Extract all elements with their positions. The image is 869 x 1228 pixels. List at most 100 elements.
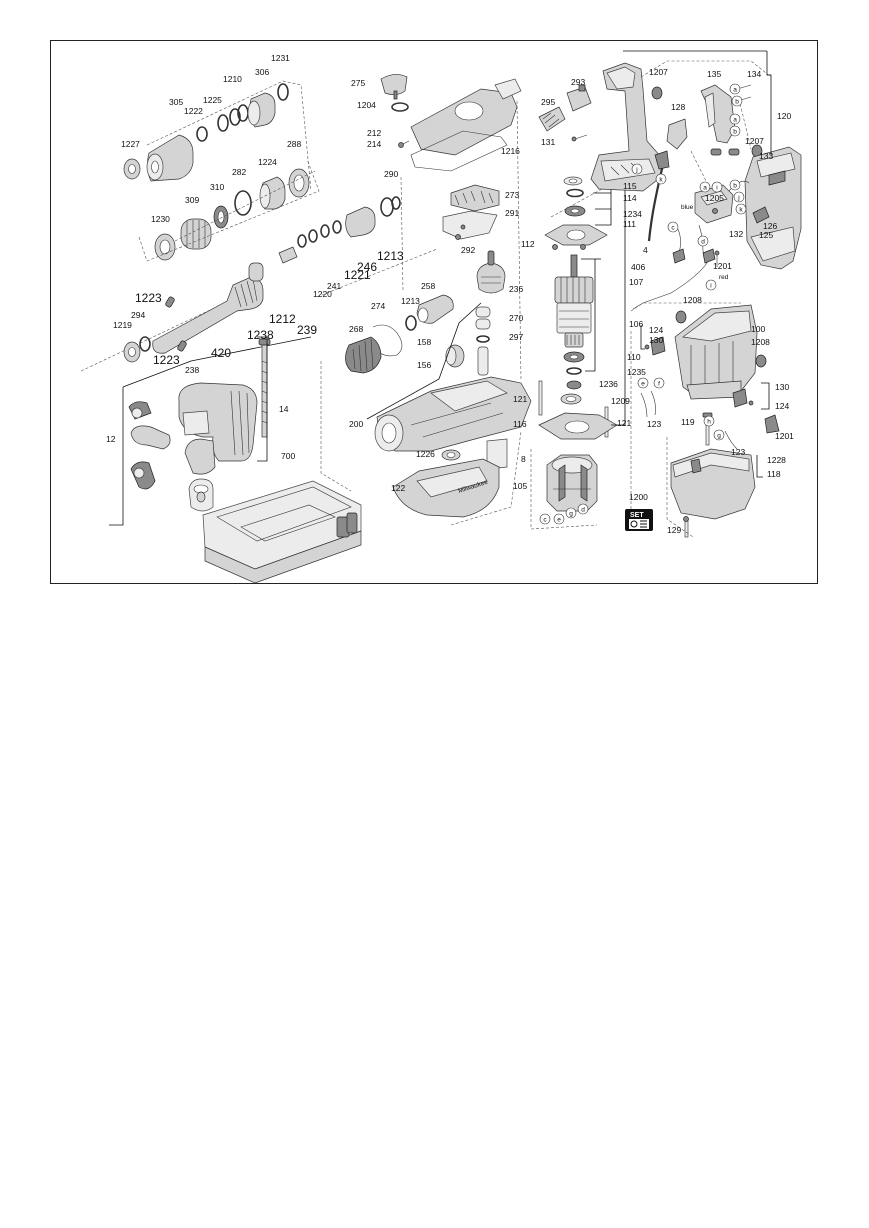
part-236-shape [476, 262, 506, 294]
part-label-p112: 112 [521, 239, 535, 249]
part-label-p129: 129 [667, 525, 681, 535]
part-label-p1213b: 1213 [401, 296, 420, 306]
part-label-p1228: 1228 [767, 455, 786, 465]
svg-text:k: k [659, 177, 663, 184]
part-label-p239: 239 [297, 323, 317, 337]
part-label-p156: 156 [417, 360, 431, 370]
part-label-p282: 282 [232, 167, 246, 177]
part-label-p238: 238 [185, 365, 199, 375]
part-275-shape [380, 74, 408, 95]
part-label-p1216: 1216 [501, 146, 520, 156]
part-label-p310: 310 [210, 182, 224, 192]
connector-letter-i-13: i [705, 279, 717, 291]
part-309-spring [180, 218, 212, 250]
connector-letter-a-2: a [729, 113, 741, 125]
part-label-p1226: 1226 [416, 449, 435, 459]
part-label-p158: 158 [417, 337, 431, 347]
part-label-p295: 295 [541, 97, 555, 107]
part-label-p1227: 1227 [121, 139, 140, 149]
part-212-cover [410, 88, 518, 156]
side-handle-assembly [109, 336, 312, 526]
part-107-armature [554, 254, 594, 348]
part-label-p420: 420 [211, 346, 231, 360]
part-label-p111: 111 [623, 219, 636, 229]
part-label-p133: 133 [759, 151, 773, 161]
wire-label-red: red [719, 274, 729, 281]
part-label-p1231: 1231 [271, 53, 290, 63]
part-label-p1201a: 1201 [713, 261, 732, 271]
part-label-p290: 290 [384, 169, 398, 179]
part-label-p106: 106 [629, 319, 643, 329]
set-badge: SET [625, 509, 653, 531]
part-label-p126: 126 [763, 221, 777, 231]
part-label-p288: 288 [287, 139, 301, 149]
connector-letter-f-15: f [653, 377, 665, 389]
svg-text:c: c [543, 517, 547, 524]
set-badge-label: SET [630, 512, 644, 519]
part-label-p246: 246 [357, 260, 377, 274]
part-label-p130a: 130 [649, 335, 663, 345]
svg-text:d: d [701, 239, 705, 246]
part-label-p120: 120 [777, 111, 791, 121]
part-label-p309: 309 [185, 195, 199, 205]
part-label-p8: 8 [521, 454, 526, 464]
part-label-p110: 110 [627, 352, 641, 362]
part-274-clip [372, 324, 403, 357]
connector-letter-j-9: j [631, 163, 643, 175]
part-label-p1213a: 1213 [377, 249, 404, 263]
connector-letter-j-7: j [733, 191, 745, 203]
part-label-p132: 132 [729, 229, 743, 239]
part-label-p1205: 1205 [705, 193, 724, 203]
svg-text:e: e [557, 517, 561, 524]
part-label-p116: 116 [513, 419, 527, 429]
part-label-p124a: 124 [649, 325, 663, 335]
part-label-p1230: 1230 [151, 214, 170, 224]
part-label-p305: 305 [169, 97, 183, 107]
connector-letter-e-19: e [553, 513, 565, 525]
svg-text:k: k [739, 207, 743, 214]
connector-letter-h-16: h [703, 415, 715, 427]
connector-letter-g-20: g [565, 507, 577, 519]
part-label-p700: 700 [281, 451, 295, 461]
connector-letter-e-14: e [637, 377, 649, 389]
svg-text:g: g [717, 433, 721, 440]
connector-letter-a-0: a [729, 83, 741, 95]
svg-text:b: b [733, 183, 737, 190]
part-label-p292: 292 [461, 245, 475, 255]
svg-text:b: b [735, 99, 739, 106]
part-label-p1224: 1224 [258, 157, 277, 167]
part-label-p128: 128 [671, 102, 685, 112]
svg-text:b: b [733, 129, 737, 136]
part-label-p297: 297 [509, 332, 523, 342]
spindle-assembly [123, 196, 401, 363]
part-label-p134: 134 [747, 69, 761, 79]
part-label-p1200: 1200 [629, 492, 648, 502]
part-label-p1222: 1222 [184, 106, 203, 116]
part-label-p268: 268 [349, 324, 363, 334]
part-label-p214: 214 [367, 139, 381, 149]
part-label-p100: 100 [751, 324, 765, 334]
svg-text:g: g [569, 511, 573, 518]
part-label-p123b: 123 [731, 447, 745, 457]
part-246-shape [345, 206, 376, 238]
svg-text:j: j [635, 167, 637, 174]
part-label-p12: 12 [106, 434, 116, 444]
svg-text:a: a [733, 117, 737, 124]
exploded-parts-diagram: Milwaukee [50, 40, 818, 584]
part-label-p1236: 1236 [599, 379, 618, 389]
connector-letter-b-3: b [729, 125, 741, 137]
part-label-p294: 294 [131, 310, 145, 320]
svg-text:d: d [581, 507, 585, 514]
part-12-handle [178, 382, 258, 462]
svg-text:h: h [707, 419, 711, 426]
part-label-p1207a: 1207 [649, 67, 668, 77]
part-label-p274: 274 [371, 301, 385, 311]
gear-housing-assembly: Milwaukee [316, 74, 532, 526]
carry-case-700 [202, 480, 362, 584]
part-label-p212: 212 [367, 128, 381, 138]
part-label-p1204: 1204 [357, 100, 376, 110]
part-1212-shape [248, 262, 264, 282]
